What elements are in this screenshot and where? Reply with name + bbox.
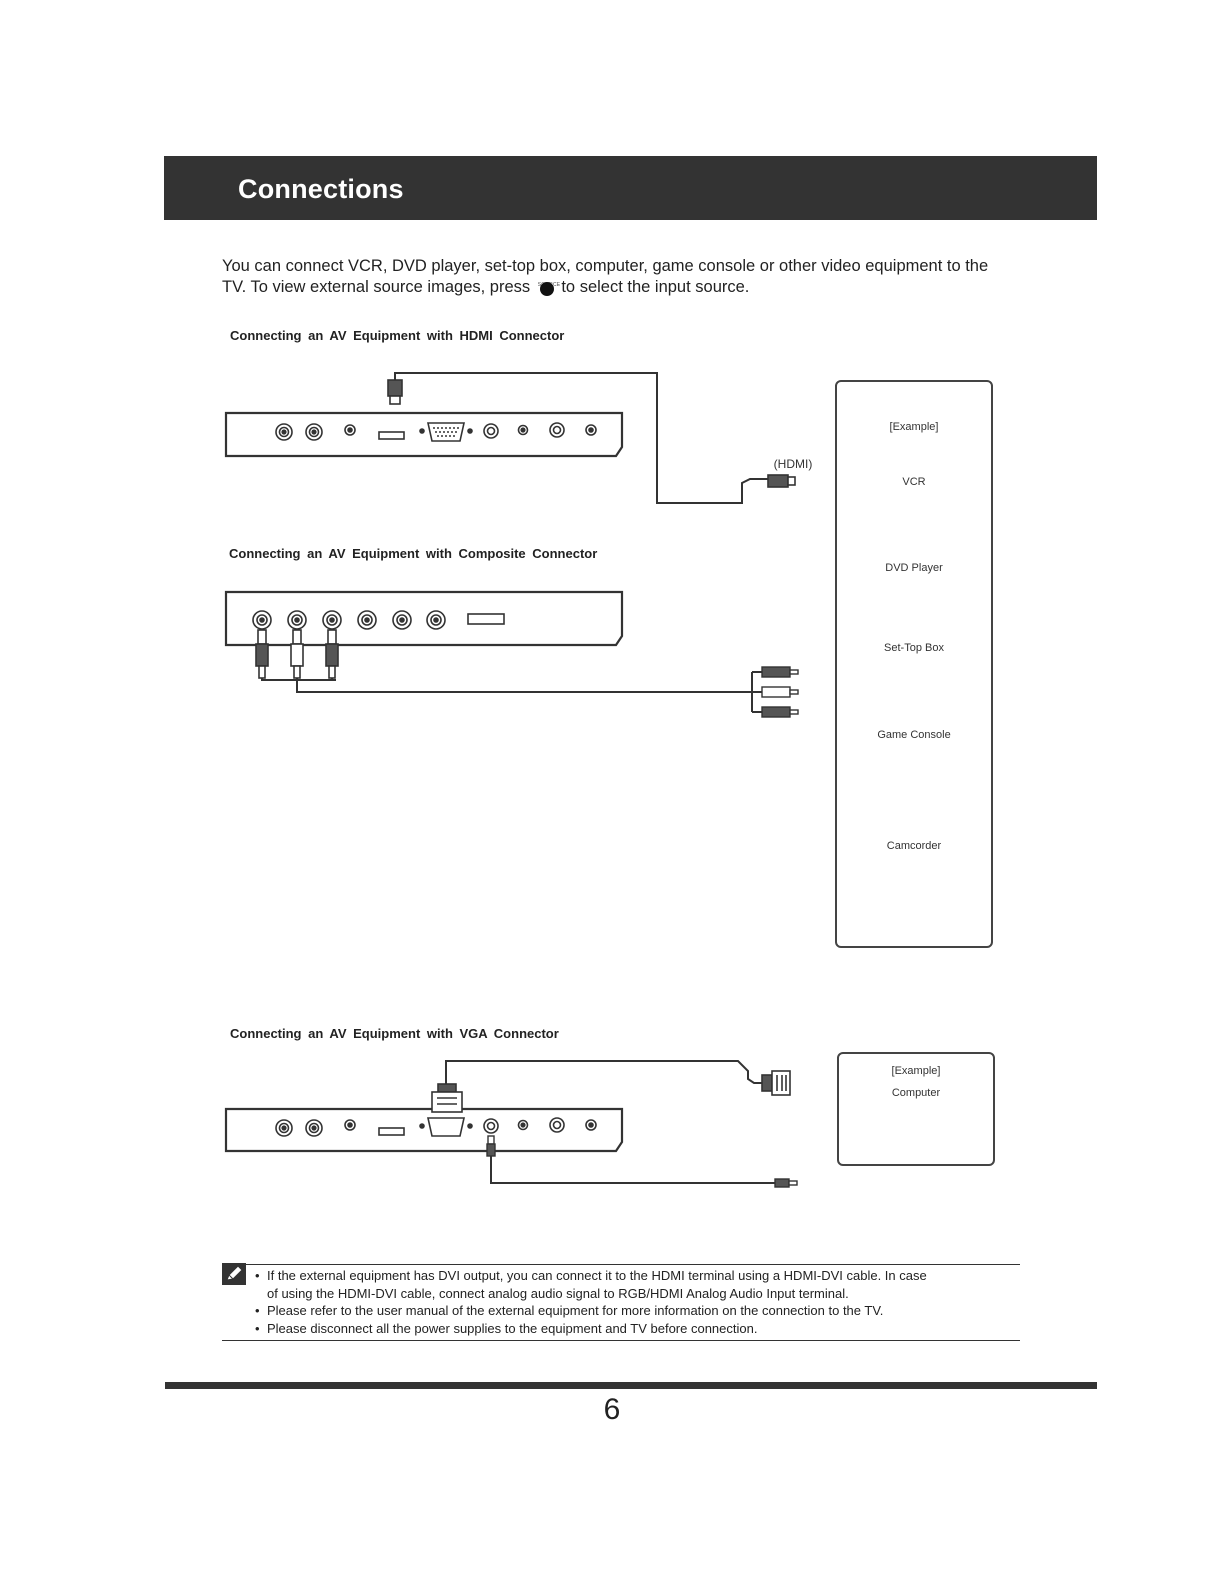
note-item: •If the external equipment has DVI outpu… [255, 1268, 927, 1283]
pencil-note-icon [222, 1263, 246, 1285]
computer-example-panel [837, 1052, 995, 1166]
footer-rule [165, 1382, 1097, 1389]
rca-plugs-device [761, 666, 799, 718]
device-label-game-console: Game Console [877, 729, 951, 741]
page-title: Connections [238, 174, 404, 204]
vga-panel-jacks [275, 1117, 597, 1137]
intro-line-2: TV. To view external source images, pres… [222, 277, 1037, 298]
tv-panel-vga [224, 1107, 624, 1153]
hdmi-section-title: Connecting an AV Equipment with HDMI Con… [230, 328, 565, 343]
rca-plugs-tv [255, 629, 339, 679]
example-label: [Example] [889, 421, 939, 433]
device-label-set-top-box: Set-Top Box [884, 642, 944, 654]
hdmi-cable-label: (HDMI) [773, 457, 813, 471]
page-number: 6 [603, 1393, 621, 1426]
hdmi-cable [394, 372, 768, 504]
vga-plug-tv [431, 1083, 463, 1113]
notes-list: •If the external equipment has DVI outpu… [255, 1267, 1027, 1337]
hdmi-panel-jacks [275, 422, 597, 442]
device-label-vcr: VCR [902, 476, 926, 488]
example-devices-panel [835, 380, 993, 948]
hdmi-plug-device [767, 474, 796, 488]
intro-line-1: You can connect VCR, DVD player, set-top… [222, 257, 989, 275]
source-button-icon: SOURCE [535, 278, 560, 296]
vga-cable [445, 1060, 775, 1184]
tv-panel-hdmi [224, 411, 624, 458]
device-label-computer: Computer [891, 1087, 941, 1099]
audio-plug-tv [486, 1135, 496, 1157]
device-label-camcorder: Camcorder [886, 840, 942, 852]
vga-plug-device [761, 1070, 791, 1096]
header-bar [164, 156, 1097, 220]
hdmi-plug-tv [387, 379, 403, 405]
computer-example-label: [Example] [891, 1065, 941, 1077]
vga-section-title: Connecting an AV Equipment with VGA Conn… [230, 1026, 559, 1041]
tv-panel-composite [224, 590, 624, 647]
composite-section-title: Connecting an AV Equipment with Composit… [229, 546, 598, 561]
note-item: •Please disconnect all the power supplie… [255, 1320, 758, 1336]
composite-cable [261, 671, 762, 713]
composite-panel-jacks [252, 610, 505, 630]
note-item-continued: of using the HDMI-DVI cable, connect ana… [267, 1285, 849, 1301]
notes-top-rule [222, 1264, 1020, 1265]
source-button-dot [539, 282, 554, 296]
device-label-dvd-player: DVD Player [885, 562, 943, 574]
intro-line-2-end: to select the input source. [561, 278, 750, 296]
intro-line-2-start: TV. To view external source images, pres… [222, 278, 531, 296]
audio-plug-device [774, 1178, 798, 1188]
note-item: •Please refer to the user manual of the … [255, 1303, 884, 1319]
intro-text: You can connect VCR, DVD player, set-top… [222, 256, 1037, 298]
notes-bottom-rule [222, 1340, 1020, 1341]
